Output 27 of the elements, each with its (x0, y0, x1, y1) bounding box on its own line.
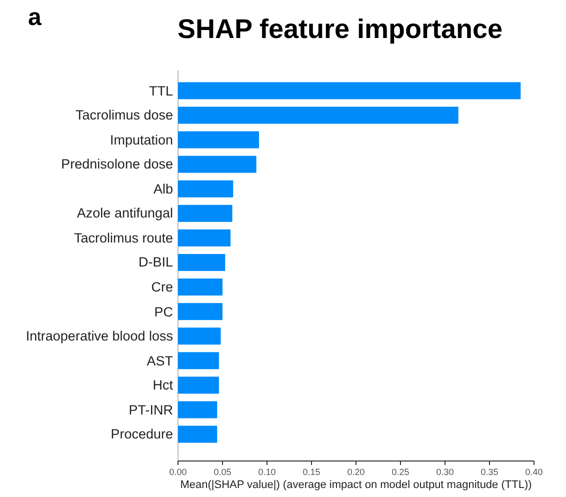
tick-label: 0.40 (525, 467, 543, 477)
axis-title: Mean(|SHAP value|) (average impact on model output magnitude (TTL)) (179, 479, 533, 491)
category-label: Procedure (110, 426, 173, 442)
panel-letter: a (28, 4, 42, 32)
tick-label: 0.30 (436, 467, 454, 477)
category-label: Cre (151, 280, 173, 295)
category-label: Alb (153, 181, 173, 196)
tick-label: 0.35 (480, 467, 498, 477)
category-label: Tacrolimus route (74, 230, 173, 246)
tick-label: 0.05 (214, 467, 232, 477)
category-label: TTL (148, 83, 173, 98)
category-label: Hct (152, 378, 173, 393)
category-label: Tacrolimus dose (75, 108, 173, 123)
chart-title: SHAP feature importance (176, 14, 504, 45)
tick-label: 0.25 (392, 467, 410, 477)
category-label: PC (154, 304, 173, 320)
category-label: PT-INR (128, 402, 173, 418)
category-label: D-BIL (138, 254, 173, 270)
category-label: AST (146, 353, 173, 368)
tick-label: 0.15 (302, 467, 320, 477)
category-label: Prednisolone dose (61, 156, 173, 172)
tick-label: 0.00 (169, 467, 187, 477)
category-label: Intraoperative blood loss (26, 328, 173, 344)
tick-label: 0.10 (258, 467, 276, 477)
category-label: Azole antifungal (76, 206, 173, 221)
tick-label: 0.20 (347, 467, 365, 477)
category-label: Imputation (110, 132, 173, 148)
